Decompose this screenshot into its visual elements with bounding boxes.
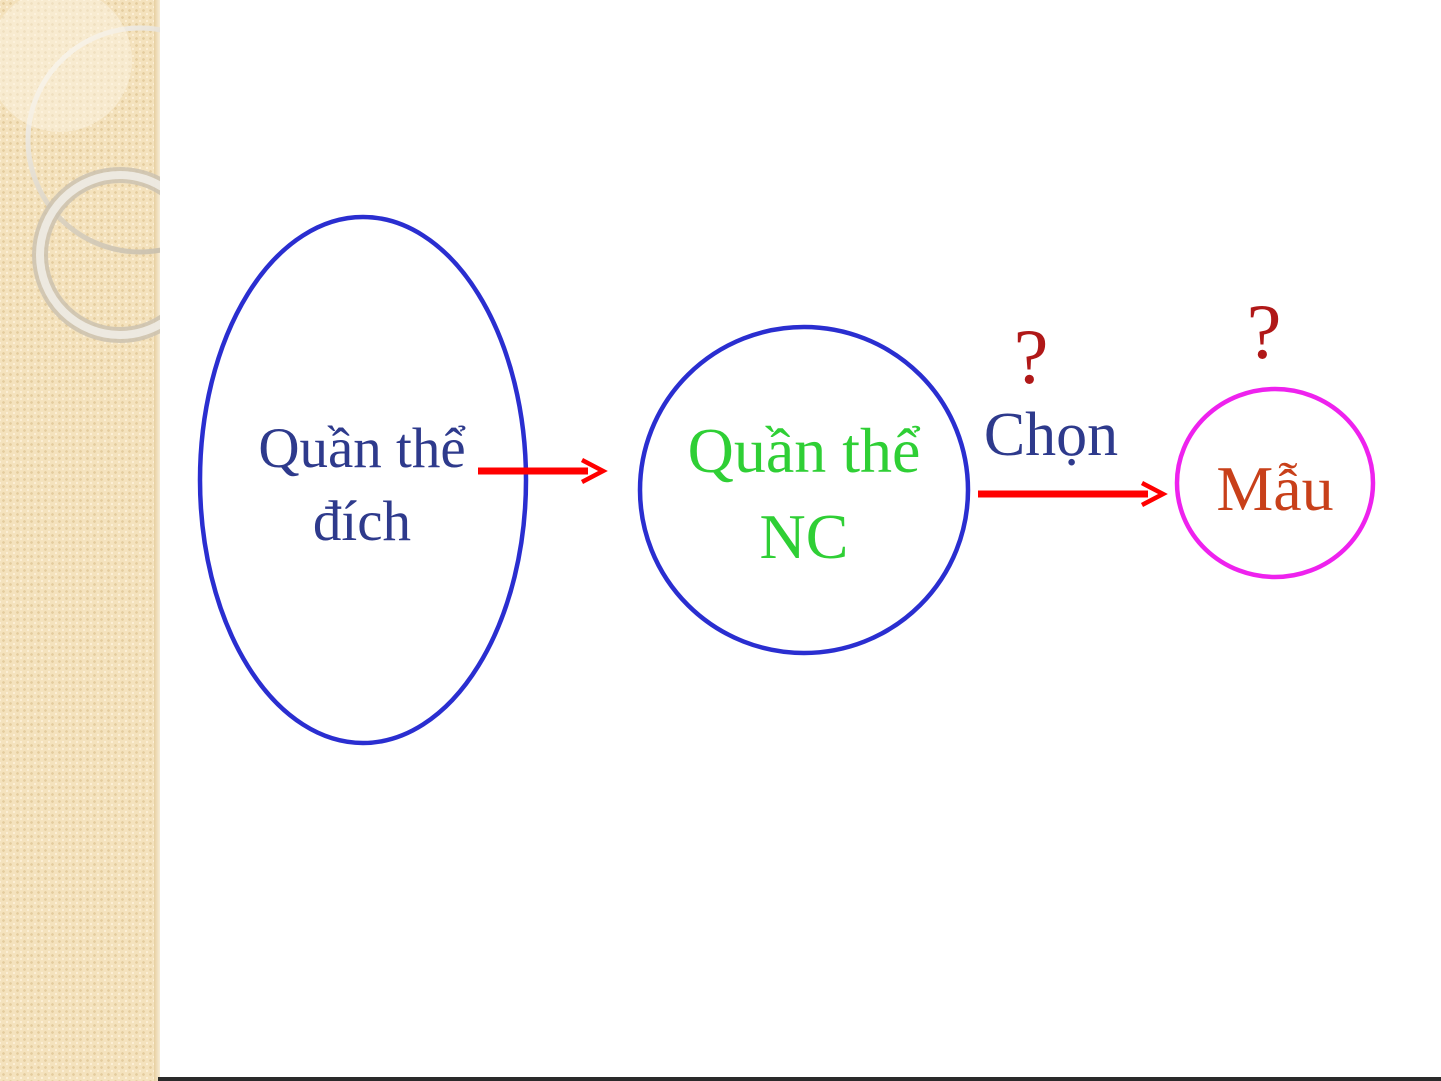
study-population-circle [640, 327, 968, 653]
select-edge-label: Chọn [984, 401, 1118, 469]
decorative-glow [0, 0, 132, 132]
question-mark-select: ? [1014, 313, 1049, 400]
sample-label: Mẫu [1216, 453, 1333, 524]
arrow-target-to-study [478, 460, 603, 482]
arrow-study-to-sample [978, 483, 1163, 505]
study-population-label-line2: NC [760, 501, 849, 572]
decorative-ring-small-inner [40, 175, 200, 335]
target-population-ellipse [200, 217, 526, 743]
slide-bottom-border [158, 1077, 1441, 1081]
study-population-label-line1: Quần thể [688, 415, 921, 486]
question-mark-sample: ? [1247, 288, 1282, 375]
decorative-rings [0, 0, 252, 335]
target-population-label-line2: đích [313, 490, 411, 553]
target-population-label-line1: Quần thể [258, 417, 466, 480]
